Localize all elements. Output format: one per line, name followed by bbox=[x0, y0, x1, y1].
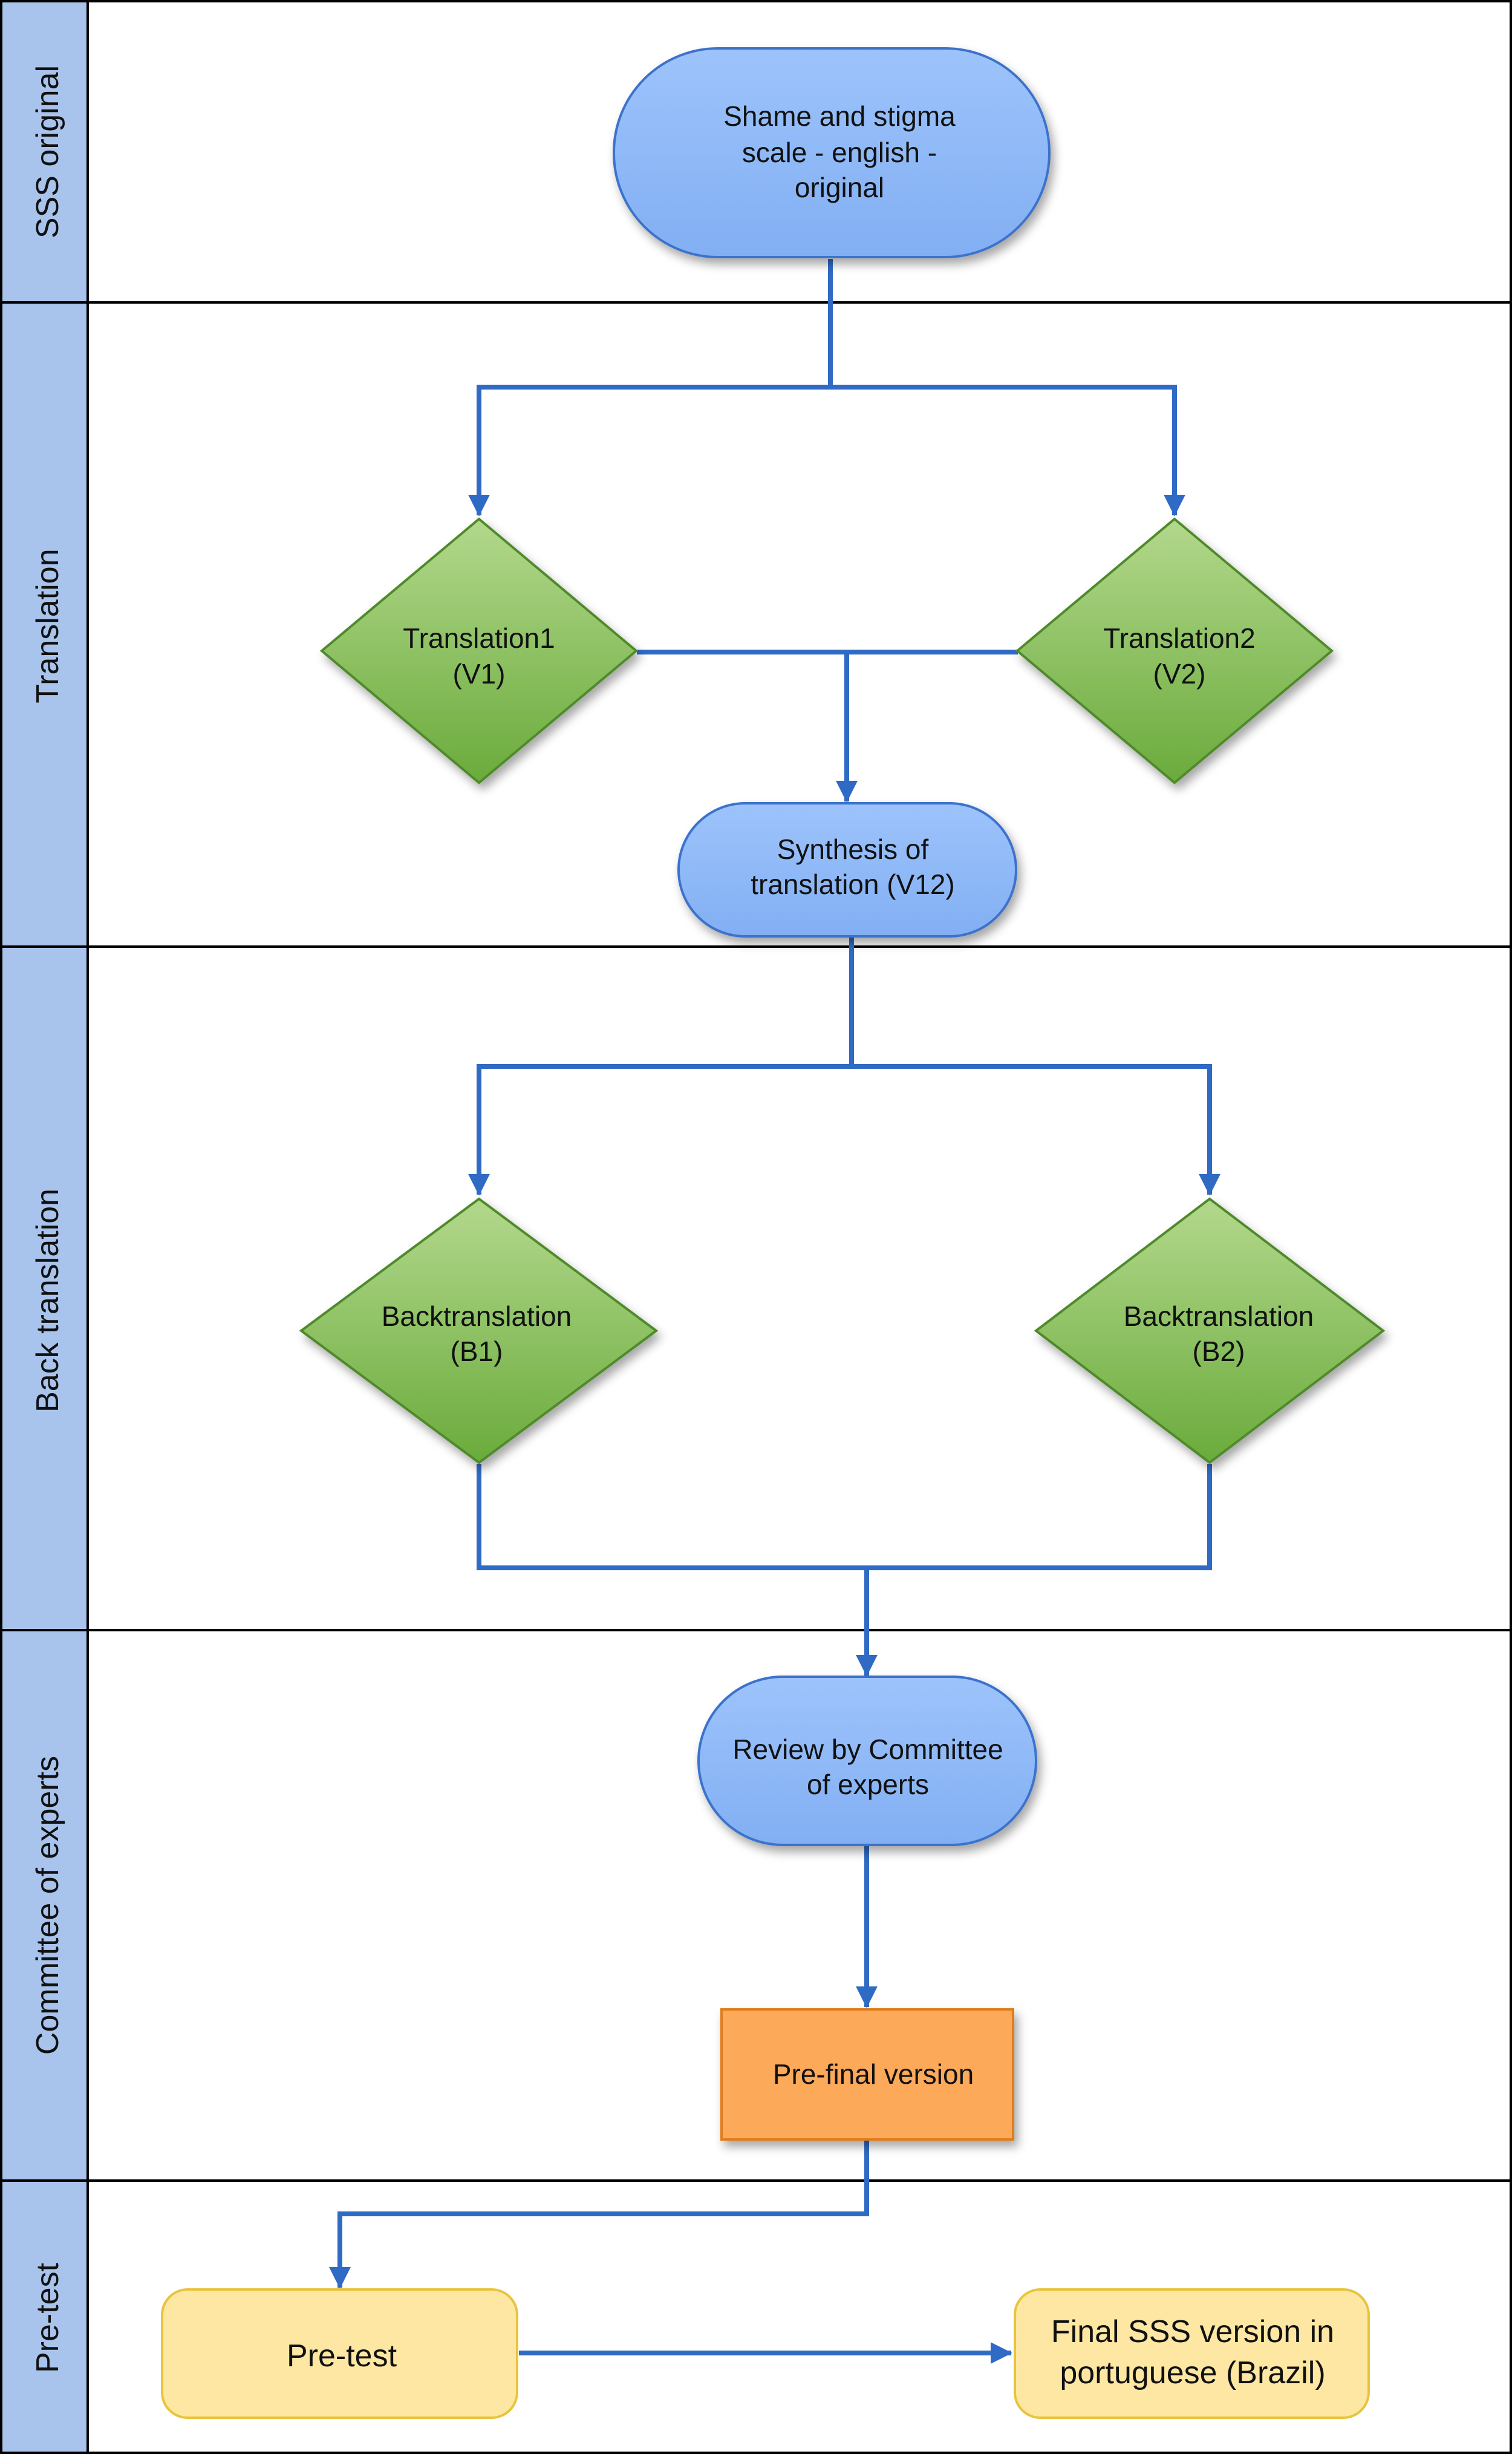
node-final: Final SSS version in portuguese (Brazil) bbox=[1014, 2288, 1370, 2419]
node-original-label: original bbox=[795, 172, 884, 203]
lane-header-column bbox=[0, 0, 89, 2454]
node-final-label: portuguese (Brazil) bbox=[1060, 2355, 1325, 2390]
node-pre-final-label: Pre-final version bbox=[773, 2058, 974, 2090]
node-committee-review: Review by Committee of experts bbox=[697, 1676, 1037, 1846]
node-original-shape bbox=[613, 47, 1051, 258]
diagram-frame bbox=[86, 0, 1512, 2454]
lane-title-sss-original: SSS original bbox=[30, 65, 65, 238]
node-pre-test-shape bbox=[161, 2288, 518, 2419]
node-backtranslation1: Backtranslation (B1) bbox=[299, 1197, 659, 1464]
node-original-label: Shame and stigma bbox=[723, 100, 956, 132]
node-pre-final-shape bbox=[720, 2008, 1014, 2141]
node-final-shape bbox=[1014, 2288, 1370, 2419]
connector-synthesis-to-backtranslation1 bbox=[468, 936, 854, 1196]
lane-title-back-translation: Back translation bbox=[30, 1189, 65, 1412]
node-translation2-label: Translation2 bbox=[1103, 622, 1255, 654]
node-final-label: Final SSS version in bbox=[1051, 2314, 1334, 2349]
node-translation2-shape bbox=[1015, 517, 1334, 785]
connector-original-to-translation1 bbox=[468, 259, 833, 517]
node-pre-test-label: Pre-test bbox=[287, 2338, 397, 2374]
node-translation1-label: (V1) bbox=[453, 658, 506, 690]
lane-title-pre-test: Pre-test bbox=[30, 2262, 65, 2373]
node-backtranslation1-label: Backtranslation bbox=[382, 1300, 572, 1332]
node-original-label: scale - english - bbox=[742, 137, 937, 168]
node-backtranslation2: Backtranslation (B2) bbox=[1034, 1197, 1386, 1464]
node-translation2-label: (V2) bbox=[1153, 658, 1206, 690]
node-synthesis-label: translation (V12) bbox=[751, 869, 955, 900]
node-translation2: Translation2 (V2) bbox=[1015, 517, 1334, 785]
connector-backtranslations-join bbox=[477, 1464, 1212, 1570]
node-backtranslation2-label: (B2) bbox=[1193, 1336, 1245, 1367]
node-backtranslation1-shape bbox=[299, 1197, 659, 1464]
lane-title-committee-of-experts: Committee of experts bbox=[30, 1756, 65, 2055]
node-committee-review-label: of experts bbox=[807, 1769, 929, 1800]
connector-synthesis-to-backtranslation2 bbox=[852, 1064, 1220, 1196]
node-pre-test: Pre-test bbox=[161, 2288, 518, 2419]
node-pre-final: Pre-final version bbox=[720, 2008, 1014, 2141]
node-translation1-shape bbox=[319, 517, 639, 785]
node-original: Shame and stigma scale - english - origi… bbox=[613, 47, 1051, 258]
connector-original-to-translation2 bbox=[830, 385, 1185, 517]
node-committee-review-shape bbox=[697, 1676, 1037, 1846]
node-backtranslation2-label: Backtranslation bbox=[1124, 1300, 1314, 1332]
connector-prefinal-to-pretest bbox=[329, 2140, 869, 2289]
node-backtranslation2-shape bbox=[1034, 1197, 1386, 1464]
node-backtranslation1-label: (B1) bbox=[451, 1336, 503, 1367]
lane-title-translation: Translation bbox=[30, 549, 65, 703]
node-committee-review-label: Review by Committee bbox=[732, 1734, 1003, 1765]
node-synthesis-label: Synthesis of bbox=[777, 834, 929, 865]
node-synthesis: Synthesis of translation (V12) bbox=[677, 802, 1017, 938]
node-translation1: Translation1 (V1) bbox=[319, 517, 639, 785]
node-synthesis-shape bbox=[677, 802, 1017, 938]
node-translation1-label: Translation1 bbox=[403, 622, 555, 654]
